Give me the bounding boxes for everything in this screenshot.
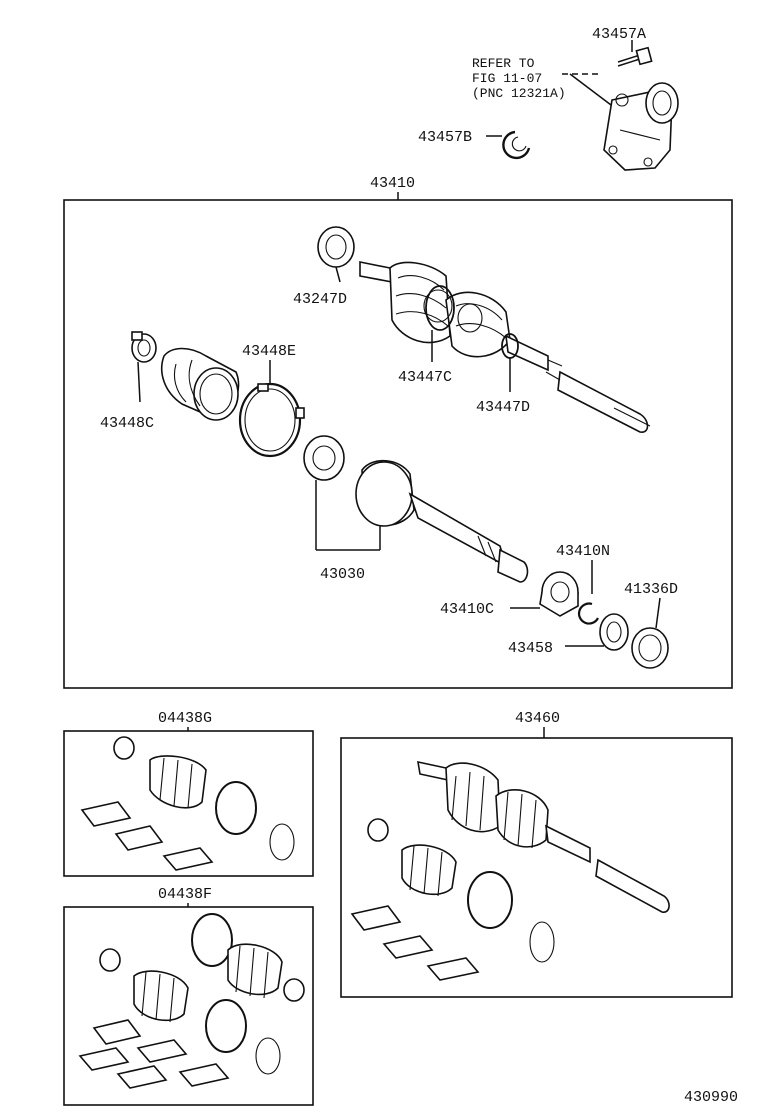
assembly-43460-parts [350, 760, 670, 981]
label-43448c: 43448C [100, 415, 154, 432]
refer-note: REFER TO FIG 11-07 (PNC 12321A) [472, 56, 616, 109]
seal-41336d: 41336D [624, 581, 678, 669]
label-43447c: 43447C [398, 369, 452, 386]
drive-shaft-assembly [359, 261, 651, 433]
label-04438f: 04438F [158, 886, 212, 903]
label-43458: 43458 [508, 640, 553, 657]
boot-clamp-43448c: 43448C [100, 331, 157, 432]
assembly-frame-43410 [63, 199, 733, 689]
assembly-frame-43460 [340, 737, 733, 998]
label-43457b: 43457B [418, 129, 472, 146]
kit-04438g-parts [80, 736, 295, 871]
bolt-43457a: 43457A [592, 26, 653, 67]
washer-43458: 43458 [508, 613, 629, 657]
snap-ring-43410n: 43410N [556, 543, 610, 625]
boot-43448 [160, 347, 240, 421]
label-04438g: 04438G [158, 710, 212, 727]
label-43457a: 43457A [592, 26, 646, 43]
kit-frame-04438g [63, 730, 314, 877]
refer-line-3: (PNC 12321A) [472, 86, 566, 101]
label-43460: 43460 [515, 710, 560, 727]
refer-line-2: FIG 11-07 [472, 71, 542, 86]
inner-joint-43030: 43030 [303, 435, 529, 583]
label-43410n: 43410N [556, 543, 610, 560]
snap-ring-43457b: 43457B [418, 129, 531, 160]
dust-seal-43247d: 43247D [293, 226, 355, 308]
clamp-43447c: 43447C [398, 285, 455, 386]
bearing-bracket [603, 82, 679, 171]
clamp-43447d: 43447D [476, 333, 530, 416]
label-41336d: 41336D [624, 581, 678, 598]
kit-04438f-parts [78, 913, 305, 1089]
kit-frame-04438f [63, 906, 314, 1106]
label-43030: 43030 [320, 566, 365, 583]
refer-arrow [569, 73, 616, 109]
refer-line-1: REFER TO [472, 56, 535, 71]
label-43448e: 43448E [242, 343, 296, 360]
label-43410: 43410 [370, 175, 415, 192]
label-43447d: 43447D [476, 399, 530, 416]
bearing-43410c: 43410C [440, 571, 579, 618]
label-43410c: 43410C [440, 601, 494, 618]
figure-id: 430990 [684, 1089, 738, 1106]
band-43448e: 43448E [238, 343, 305, 458]
label-43247d: 43247D [293, 291, 347, 308]
